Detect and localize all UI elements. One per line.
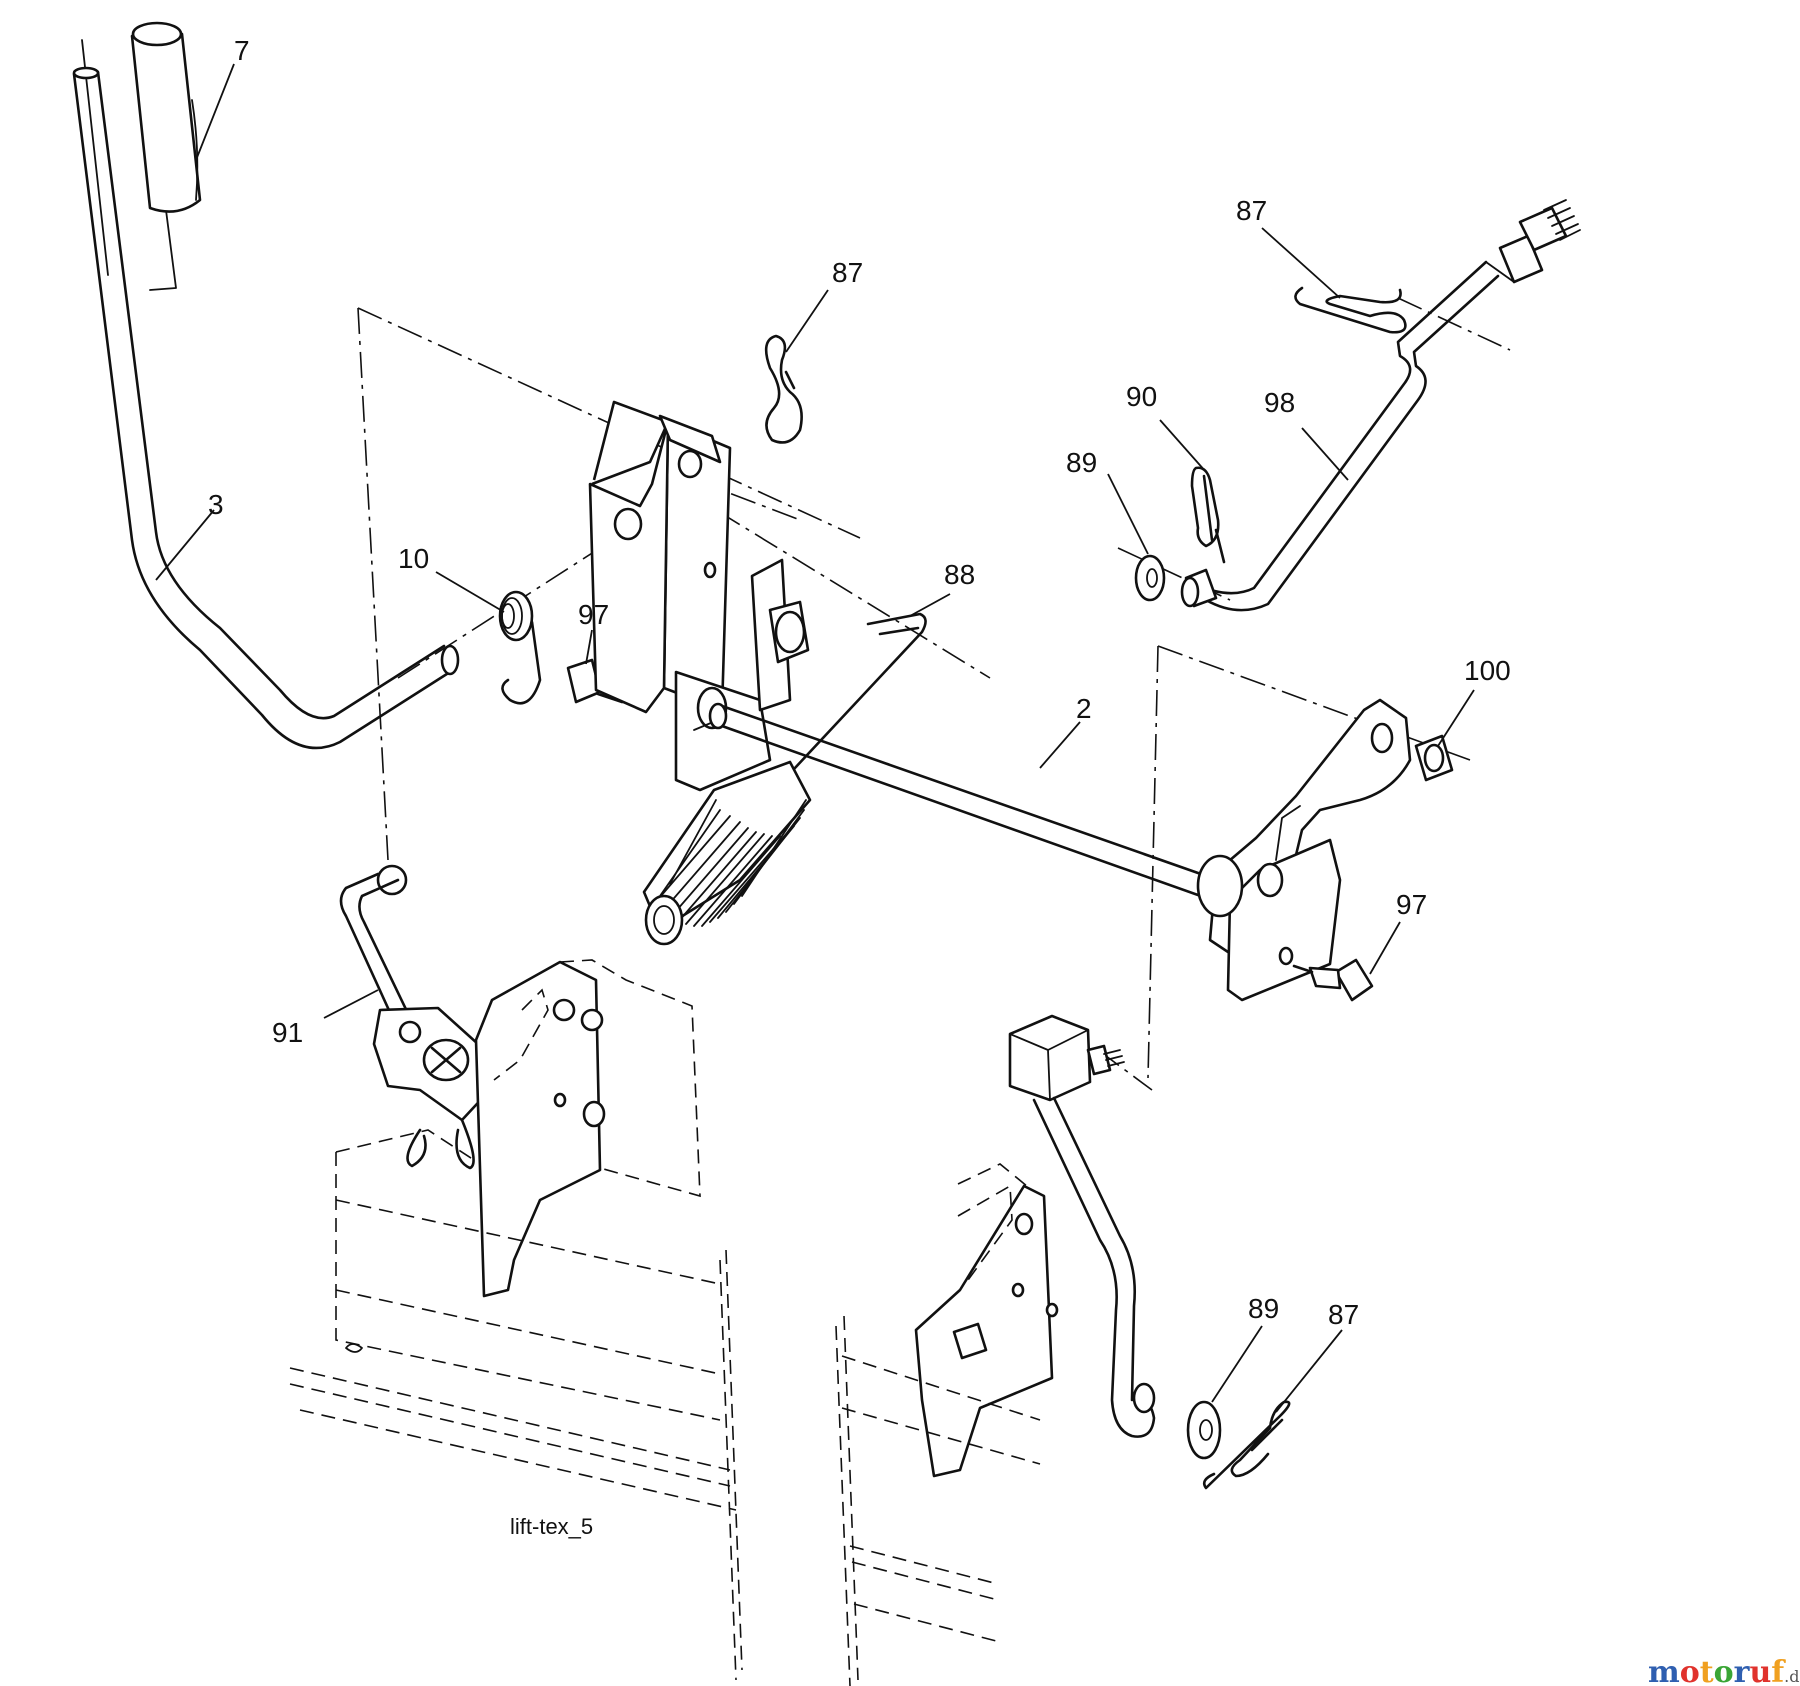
callout-87-right: 87 xyxy=(1236,195,1267,226)
figure-caption: lift-tex_5 xyxy=(510,1514,593,1539)
left-frame-bracket xyxy=(474,959,701,1298)
callout-88: 88 xyxy=(944,559,975,590)
torsion-spring xyxy=(498,590,542,705)
callout-98: 98 xyxy=(1264,387,1295,418)
lever-grip xyxy=(81,21,202,291)
right-pedal-arm xyxy=(1008,1014,1156,1438)
callout-97-left: 97 xyxy=(578,599,609,630)
callout-2: 2 xyxy=(1076,693,1092,724)
hex-bolt-right xyxy=(1292,958,1374,1002)
callout-91: 91 xyxy=(272,1017,303,1048)
callout-100: 100 xyxy=(1464,655,1511,686)
lift-lever-rod xyxy=(72,66,460,750)
callout-3: 3 xyxy=(208,489,224,520)
callouts: 7 87 87 90 98 89 3 10 97 88 100 2 97 91 … xyxy=(208,35,1511,1330)
watermark-logo: motoruf.de xyxy=(1648,1655,1800,1686)
callout-87-lower: 87 xyxy=(1328,1299,1359,1330)
callout-89-upper: 89 xyxy=(1066,447,1097,478)
callout-10: 10 xyxy=(398,543,429,574)
callout-89-lower: 89 xyxy=(1248,1293,1279,1324)
callout-97-right: 97 xyxy=(1396,889,1427,920)
callout-87-top: 87 xyxy=(832,257,863,288)
hairpin-clip-right xyxy=(1294,286,1407,334)
left-deck-outline xyxy=(289,1129,743,1681)
lift-shaft xyxy=(708,702,1220,902)
right-deck-outline xyxy=(835,1315,1041,1686)
adjustment-arm xyxy=(339,864,532,1170)
right-frame-bracket xyxy=(914,1163,1059,1478)
cotter-pin xyxy=(1190,466,1226,564)
hairpin-clip-top xyxy=(764,334,803,444)
center-bracket xyxy=(588,400,810,792)
leader-lines xyxy=(155,63,1475,1413)
callout-90: 90 xyxy=(1126,381,1157,412)
hex-nut xyxy=(1414,734,1454,782)
washer-upper xyxy=(1134,554,1166,602)
washer-lower xyxy=(1186,1400,1222,1460)
right-lift-arm xyxy=(1196,698,1412,1002)
hairpin-clip-lower xyxy=(1202,1400,1291,1490)
svg-text:motoruf.de: motoruf.de xyxy=(1648,1655,1800,1686)
lift-link-rod xyxy=(1180,199,1581,612)
callout-7: 7 xyxy=(234,35,250,66)
extension-spring xyxy=(642,612,927,946)
